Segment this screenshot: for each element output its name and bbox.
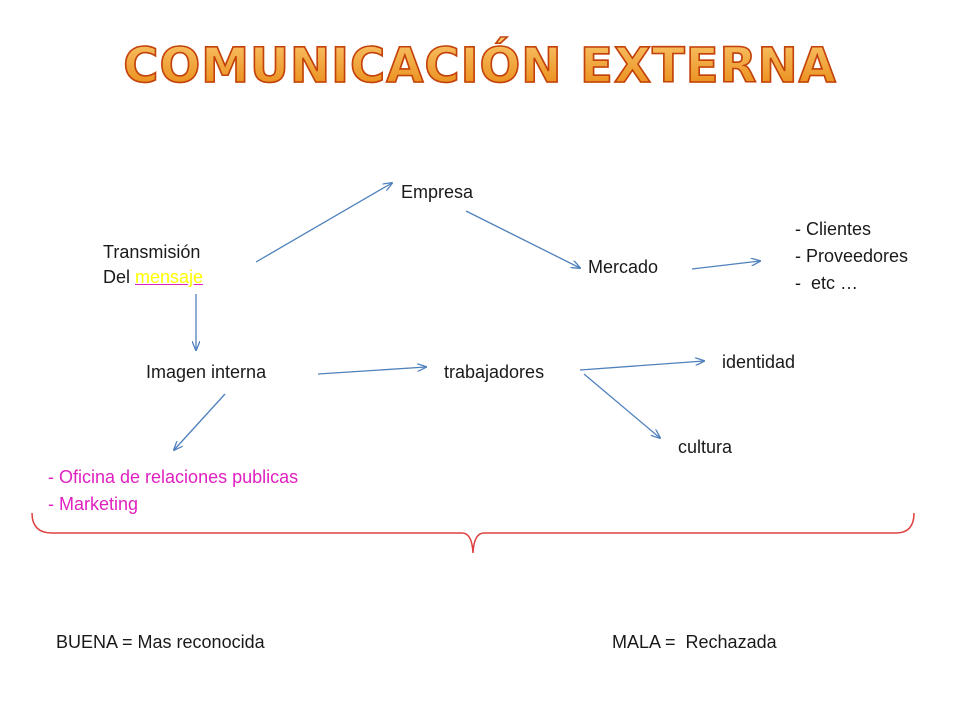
list-item: - etc …	[795, 273, 859, 293]
arrow-imagen-oficina	[174, 393, 226, 450]
node-transmision: Transmisión Del mensaje	[103, 240, 203, 290]
node-mercado: Mercado	[588, 257, 659, 277]
node-empresa: Empresa	[401, 182, 474, 202]
transmision-line1: Transmisión	[103, 242, 201, 262]
red-brace	[31, 512, 915, 554]
node-cultura: cultura	[678, 437, 733, 457]
arrow-mercado-clientes	[691, 261, 760, 270]
list-item: - Clientes	[795, 219, 872, 239]
node-identidad: identidad	[722, 352, 796, 372]
arrow-trabajadores-cultura	[583, 373, 660, 438]
transmision-prefix: Del	[103, 267, 136, 287]
imagen-list: - Oficina de relaciones publicas - Marke…	[48, 464, 298, 518]
arrow-trabajadores-identidad	[579, 361, 704, 371]
arrow-transmision-empresa	[255, 183, 392, 263]
arrow-empresa-mercado	[465, 210, 580, 268]
list-item: - Proveedores	[795, 246, 909, 266]
footer-mala: MALA = Rechazada	[612, 632, 777, 652]
footer-buena: BUENA = Mas reconocida	[56, 632, 265, 652]
page-title: COMUNICACIÓN EXTERNA	[0, 37, 960, 95]
mensaje-highlight: mensaje	[135, 267, 204, 287]
arrow-imagen-trabajadores	[317, 367, 426, 375]
list-item: - Marketing	[48, 494, 139, 514]
transmision-line2: Del mensaje	[103, 265, 203, 290]
node-trabajadores: trabajadores	[444, 362, 545, 382]
list-item: - Oficina de relaciones publicas	[48, 467, 299, 487]
mercado-list: - Clientes - Proveedores - etc …	[795, 216, 908, 297]
node-imagen-interna: Imagen interna	[146, 362, 267, 382]
